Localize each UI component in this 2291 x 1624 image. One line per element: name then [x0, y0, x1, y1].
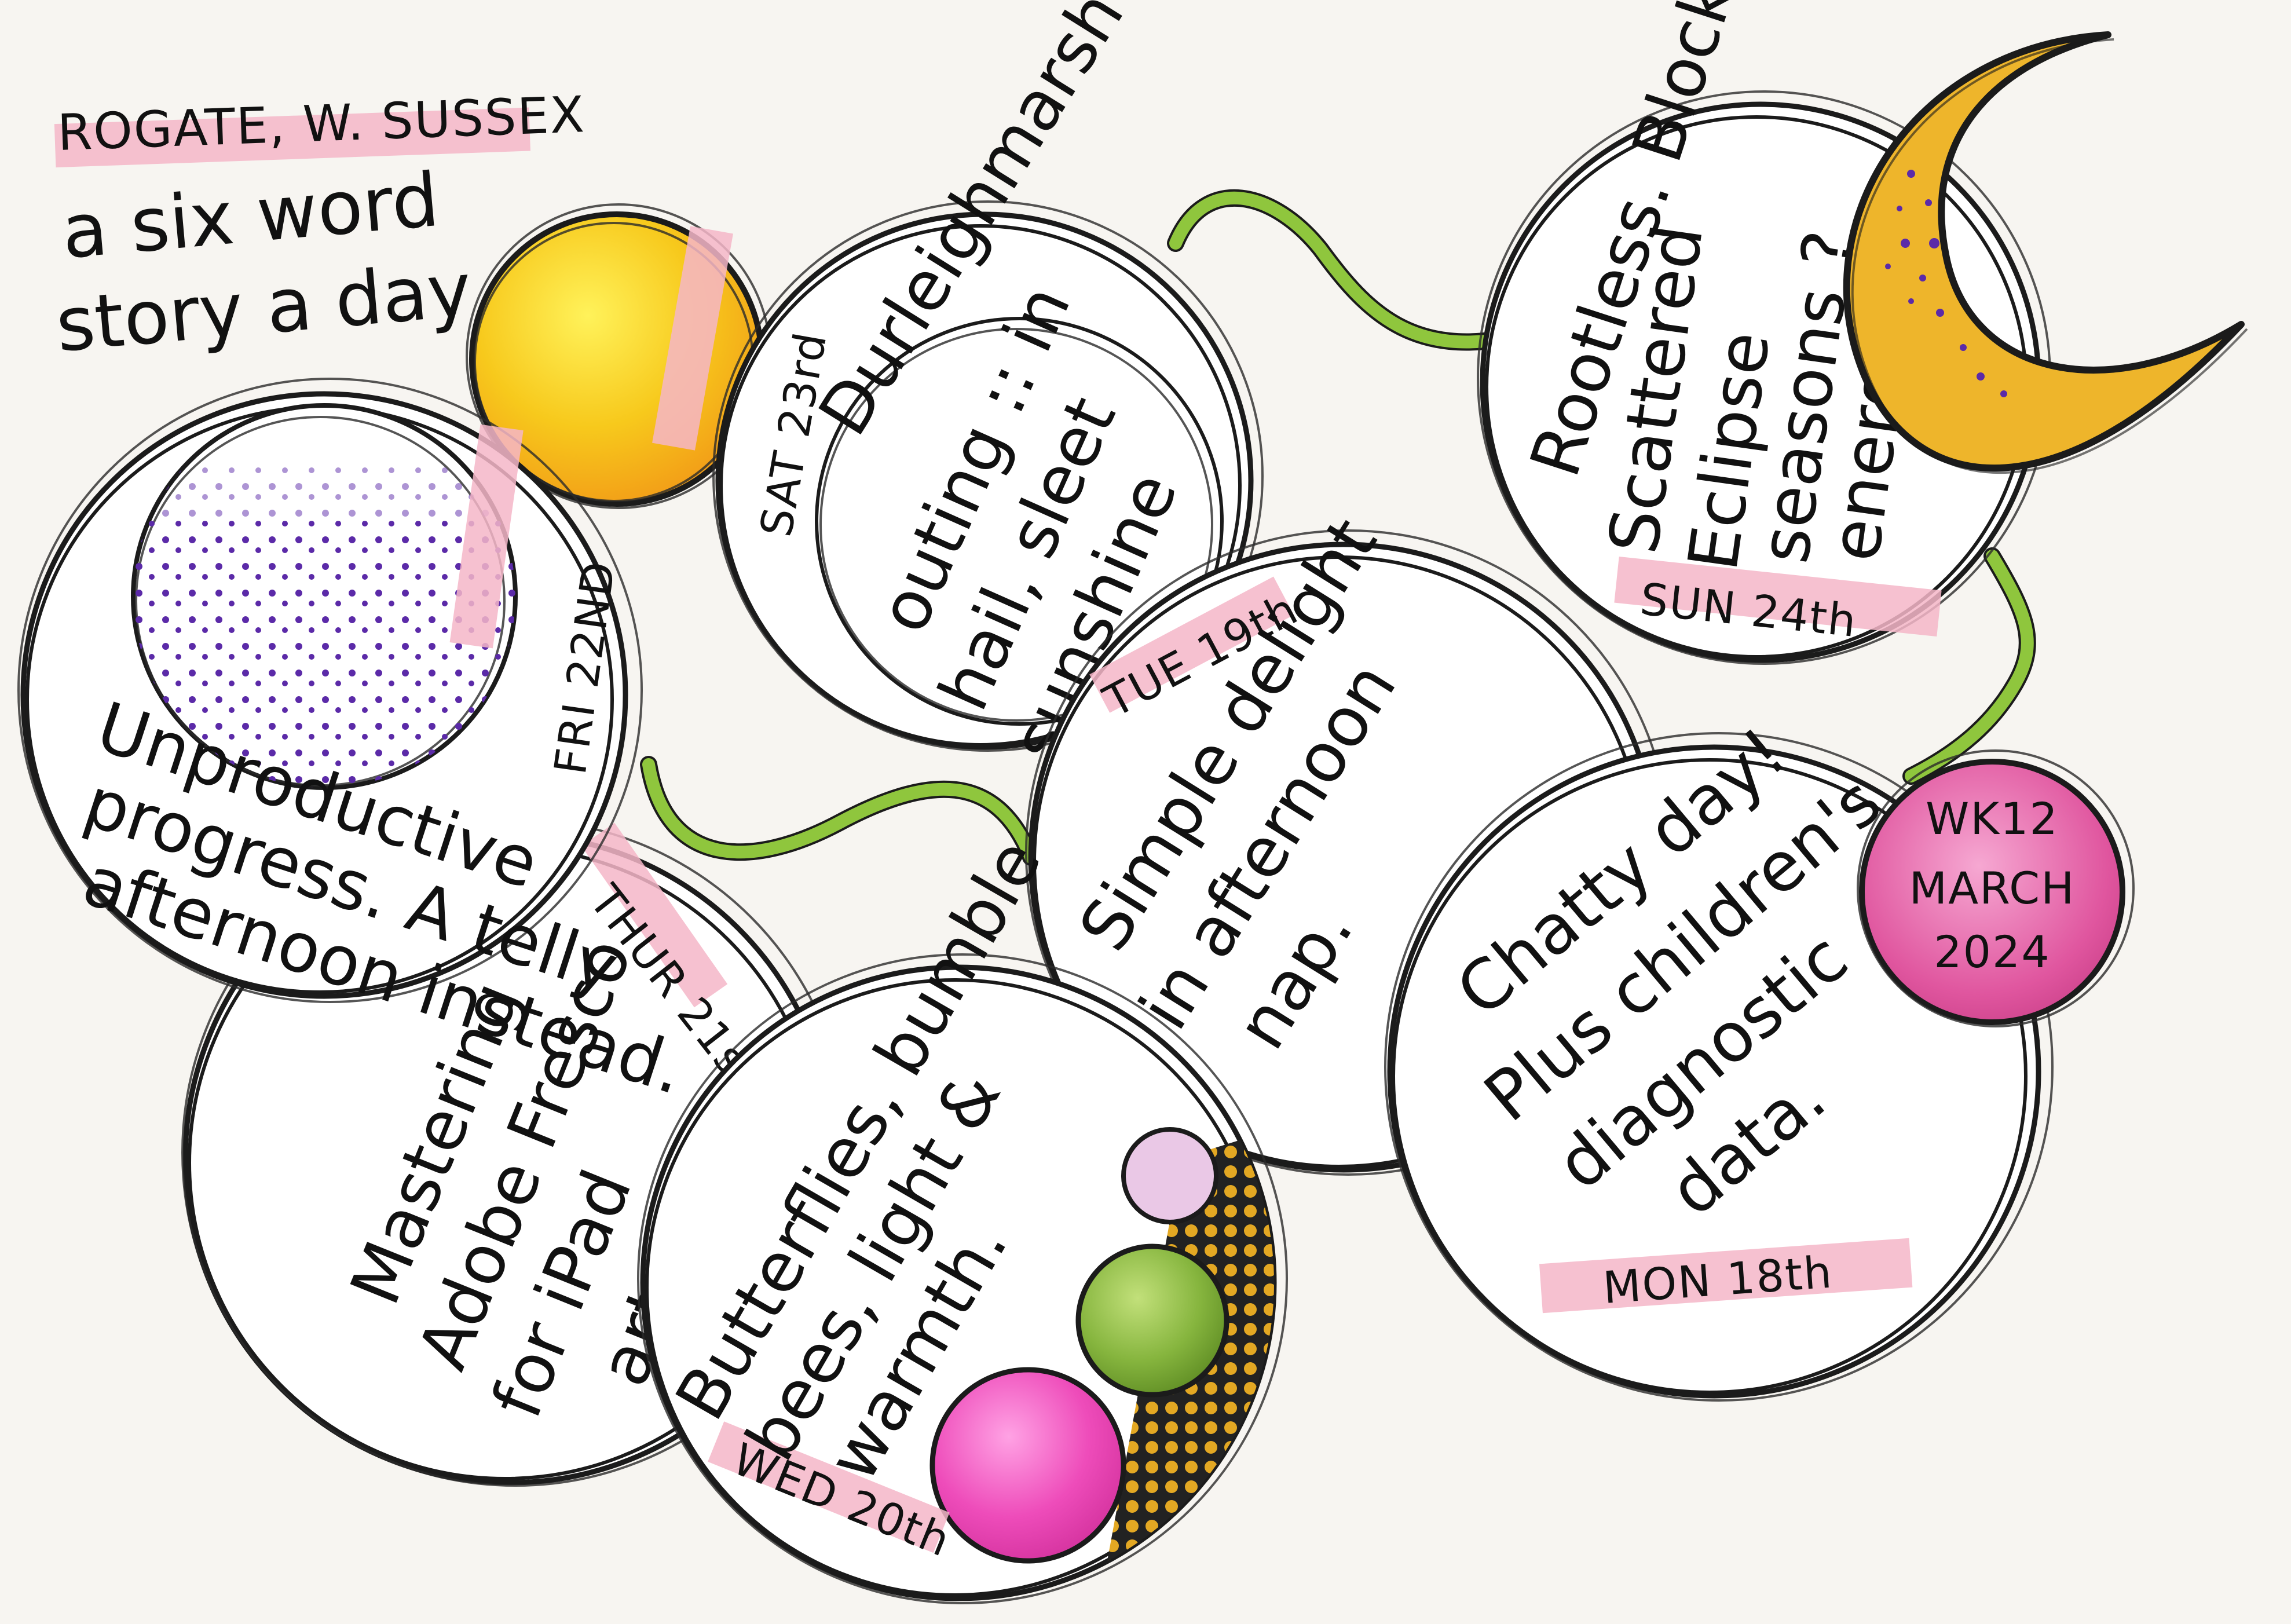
dotted-moon-icon	[133, 463, 515, 788]
badge-line: MARCH	[1909, 862, 2076, 914]
lilac-ball	[1121, 1127, 1218, 1224]
green-ball	[1075, 1243, 1229, 1398]
entry-wed: WED 20th Butterflies, bumble bees, light…	[637, 826, 1288, 1604]
crescent-moon-icon	[1843, 31, 2248, 474]
pink-ball	[929, 1367, 1126, 1564]
week-badge: WK12 MARCH 2024	[1857, 749, 2135, 1027]
vine-connector	[640, 189, 2036, 866]
badge-line: WK12	[1926, 793, 2059, 844]
badge-line: 2024	[1934, 926, 2050, 978]
